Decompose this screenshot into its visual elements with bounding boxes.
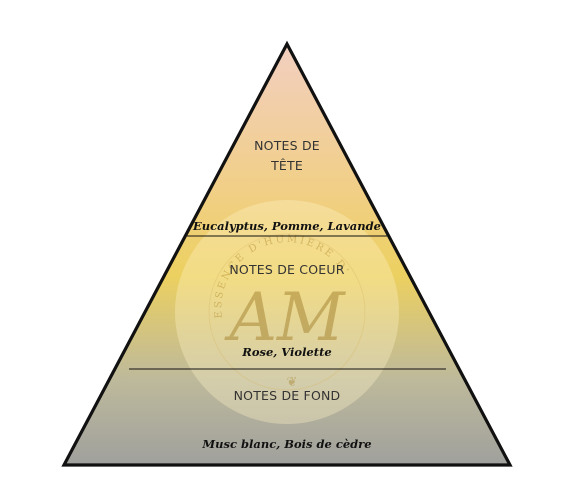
tier-title-top-line-2: TÊTE (270, 158, 303, 173)
tier-title-bottom: NOTES DE FOND (234, 388, 341, 403)
seal-inner-ring (208, 233, 366, 391)
tier-notes-bottom: Musc blanc, Bois de cèdre (201, 437, 371, 451)
tier-title-top-line-1: NOTES DE (254, 138, 320, 153)
pyramid-outline (61, 40, 513, 467)
tier-title-middle: NOTES DE COEUR (229, 262, 344, 277)
brand-seal-watermark: ESSENCE D'HUMIERE D' AM ❦ (175, 200, 399, 424)
seal-monogram: AM (223, 279, 346, 356)
seal-drop-icon: ❦ (287, 374, 298, 389)
tier-notes-middle: Rose, Violette (241, 345, 331, 359)
tier-notes-top: Eucalyptus, Pomme, Lavande (192, 219, 381, 233)
pyramid-shape (64, 44, 510, 465)
seal-disc (175, 200, 399, 424)
